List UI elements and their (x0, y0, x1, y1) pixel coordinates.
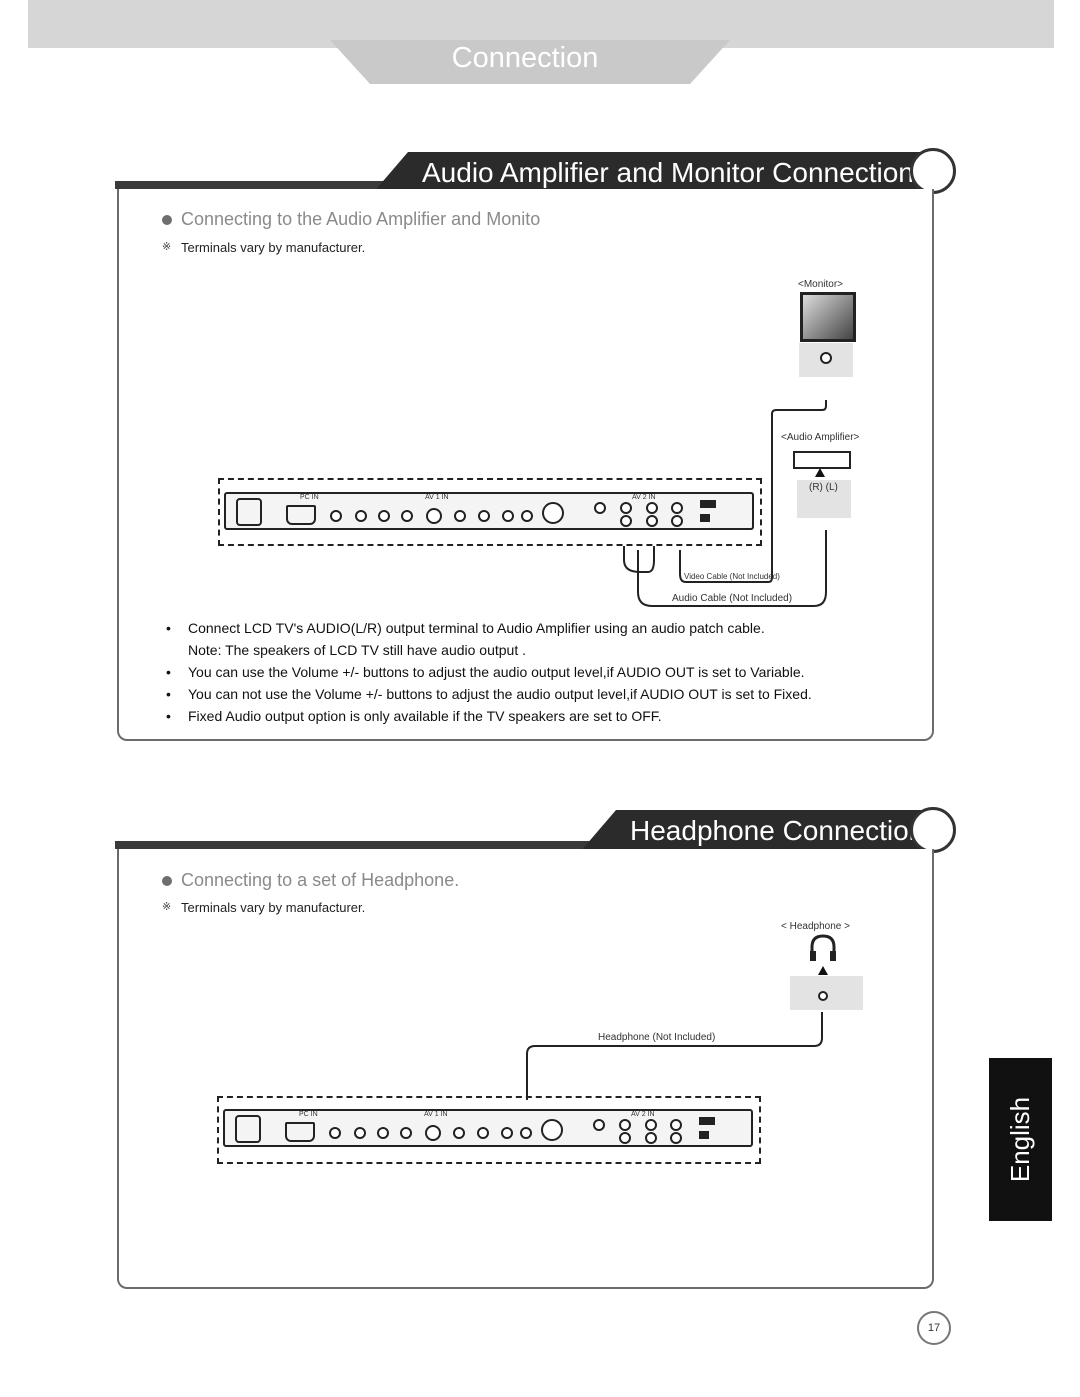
rca-jack-icon (646, 515, 658, 527)
language-tab-label: English (1005, 1096, 1035, 1183)
tv-rear-panel (224, 492, 754, 530)
svideo-jack-icon (426, 508, 442, 524)
section1-cables (623, 400, 827, 607)
video-cable-label: Video Cable (Not Included) (684, 572, 780, 581)
section2-subheading: Connecting to a set of Headphone. (181, 870, 460, 890)
rca-jack-icon (330, 510, 342, 522)
rca-jack-icon (670, 1132, 682, 1144)
section1-note: Terminals vary by manufacturer. (181, 240, 366, 255)
list-item: •Connect LCD TV's AUDIO(L/R) output term… (166, 620, 765, 636)
page-number: 17 (917, 1311, 951, 1345)
section2-note: Terminals vary by manufacturer. (181, 900, 366, 915)
list-item: Note: The speakers of LCD TV still have … (188, 642, 527, 658)
rca-jack-icon (378, 510, 390, 522)
pc-in-label: PC IN (299, 1111, 318, 1118)
av1-in-label: AV 1 IN (424, 1111, 448, 1118)
rca-jack-icon (354, 1127, 366, 1139)
rca-jack-icon (401, 510, 413, 522)
panel-switch-icon (699, 1131, 709, 1139)
rca-jack-icon (377, 1127, 389, 1139)
monitor-jack-icon (820, 352, 832, 364)
rca-jack-icon (620, 502, 632, 514)
section1-title: Audio Amplifier and Monitor Connections (372, 152, 932, 194)
tv-panel-outline (218, 478, 762, 546)
vga-port-icon (286, 505, 316, 525)
rca-jack-icon (670, 1119, 682, 1131)
rca-jack-icon (453, 1127, 465, 1139)
monitor-label: <Monitor> (798, 279, 844, 290)
section2-cable (526, 1012, 823, 1100)
rca-jack-icon (477, 1127, 489, 1139)
bullet-icon (162, 215, 172, 225)
top-banner-tab (330, 40, 730, 84)
arrow-up-icon (818, 966, 828, 975)
audio-amplifier-label: <Audio Amplifier> (781, 432, 860, 443)
pc-in-label: PC IN (300, 494, 319, 501)
av2-in-label: AV 2 IN (632, 494, 656, 501)
page-title: Connection (451, 42, 599, 74)
list-item: •Fixed Audio output option is only avail… (166, 708, 662, 724)
rca-jack-icon (645, 1119, 657, 1131)
section1-header-rule (115, 181, 415, 189)
amplifier-rl-label: (R) (L) (809, 482, 838, 493)
panel-switch-icon (700, 514, 710, 522)
section2-title: Headphone Connections (580, 810, 930, 852)
headphone-cable-label: Headphone (Not Included) (598, 1032, 716, 1043)
rca-jack-icon (502, 510, 514, 522)
section2-header-rule (115, 841, 605, 849)
rca-jack-icon (520, 1127, 532, 1139)
tv-panel-outline (217, 1096, 761, 1164)
rca-jack-icon (619, 1132, 631, 1144)
headphone-jack-icon (818, 991, 828, 1001)
note-mark: ※ (162, 901, 172, 913)
av1-in-label: AV 1 IN (425, 494, 449, 501)
rca-jack-icon (619, 1119, 631, 1131)
section1-title-circle (910, 148, 956, 194)
monitor-icon (800, 292, 856, 342)
rca-jack-icon (593, 1119, 605, 1131)
rca-jack-icon (501, 1127, 513, 1139)
rca-jack-icon (355, 510, 367, 522)
section1-subheading: Connecting to the Audio Amplifier and Mo… (181, 209, 541, 229)
headphone-icon (810, 934, 836, 961)
rca-jack-icon (671, 515, 683, 527)
bullet-icon (162, 876, 172, 886)
headphone-label: < Headphone > (781, 921, 850, 932)
note-mark: ※ (162, 241, 172, 253)
av2-in-label: AV 2 IN (631, 1111, 655, 1118)
antenna-jack-icon (542, 502, 564, 524)
hdmi-port-icon (235, 1115, 261, 1143)
panel-switch-icon (699, 1117, 715, 1125)
section2-title-circle (910, 807, 956, 853)
language-tab (989, 1058, 1052, 1221)
rca-jack-icon (521, 510, 533, 522)
list-item: •You can use the Volume +/- buttons to a… (166, 664, 805, 680)
rca-jack-icon (620, 515, 632, 527)
arrow-up-icon (815, 468, 825, 477)
rca-jack-icon (594, 502, 606, 514)
rca-jack-icon (454, 510, 466, 522)
rca-jack-icon (671, 502, 683, 514)
section2-box (117, 849, 934, 1289)
rca-jack-icon (646, 502, 658, 514)
svideo-jack-icon (425, 1125, 441, 1141)
section1-instructions: •Connect LCD TV's AUDIO(L/R) output term… (166, 617, 866, 727)
panel-switch-icon (700, 500, 716, 508)
antenna-jack-icon (541, 1119, 563, 1141)
rca-jack-icon (400, 1127, 412, 1139)
amplifier-input-panel (797, 480, 851, 518)
rca-jack-icon (645, 1132, 657, 1144)
audio-cable-label: Audio Cable (Not Included) (672, 593, 793, 604)
vga-port-icon (285, 1122, 315, 1142)
rca-jack-icon (478, 510, 490, 522)
rca-jack-icon (329, 1127, 341, 1139)
hdmi-port-icon (236, 498, 262, 526)
list-item: •You can not use the Volume +/- buttons … (166, 686, 812, 702)
